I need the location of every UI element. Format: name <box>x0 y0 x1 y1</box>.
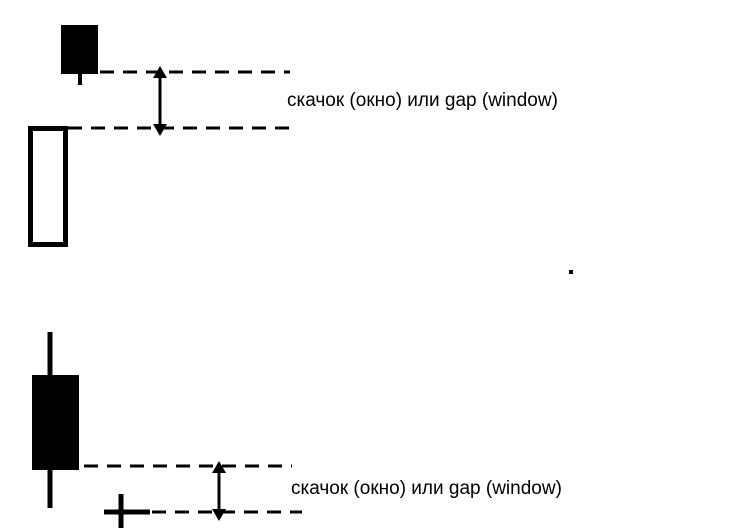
gap-down-example <box>32 332 302 528</box>
gap-label-bottom: скачок (окно) или gap (window) <box>291 478 562 499</box>
doji-cross <box>104 494 150 528</box>
black-candle <box>32 332 79 508</box>
upper-black-candle <box>61 25 98 85</box>
gap-label-top: скачок (окно) или gap (window) <box>287 90 558 111</box>
gap-up-example <box>28 25 292 247</box>
lower-white-candle-body <box>28 126 68 247</box>
stray-dot <box>569 270 573 274</box>
black-candle-body <box>32 375 79 470</box>
upper-black-candle-body <box>61 25 98 74</box>
gap-size-arrow <box>212 461 226 521</box>
gap-size-arrow <box>153 66 167 136</box>
